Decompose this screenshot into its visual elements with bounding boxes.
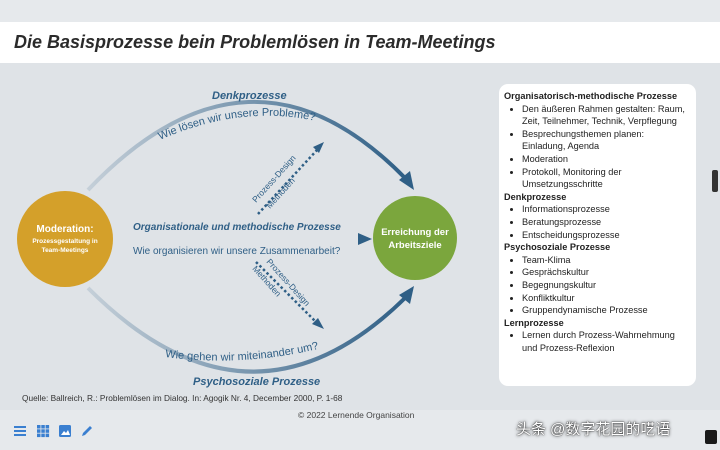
menu-icon[interactable] — [13, 424, 27, 438]
grid-icon[interactable] — [36, 424, 50, 438]
panel-section-list: Team-KlimaGesprächskulturBegegnungskultu… — [504, 254, 690, 317]
middle-label: Organisationale und methodische Prozesse — [133, 222, 341, 233]
moderation-circle — [17, 191, 113, 287]
panel-section-heading: Lernprozesse — [504, 317, 564, 328]
page-button[interactable] — [705, 430, 717, 444]
top-question: Wie lösen wir unsere Probleme? — [157, 107, 317, 143]
panel-list-item: Entscheidungsprozesse — [522, 229, 690, 242]
panel-section-heading: Organisatorisch-methodische Prozesse — [504, 91, 678, 101]
moderation-subtitle-2: Team-Meetings — [42, 247, 89, 254]
middle-question: Wie organisieren wir unsere Zusammenarbe… — [133, 246, 341, 257]
bottom-arrowhead — [399, 286, 414, 304]
top-arc — [86, 99, 407, 192]
panel-section-heading: Denkprozesse — [504, 191, 567, 202]
side-scroll-tab[interactable] — [712, 170, 718, 192]
top-bar — [0, 0, 720, 22]
panel-list-item: Begegnungskultur — [522, 279, 690, 292]
goal-line-2: Arbeitsziele — [388, 240, 441, 251]
process-diagram: Moderation: Prozessgestaltung in Team-Me… — [17, 90, 457, 388]
pen-icon[interactable] — [80, 424, 94, 438]
watermark: 头条 @数字花园的呓语 — [516, 421, 671, 438]
goal-circle — [373, 196, 457, 280]
panel-list-item: Lernen durch Prozess-Wahrnehmung und Pro… — [522, 329, 690, 354]
moderation-title: Moderation: — [36, 224, 93, 235]
panel-list-item: Protokoll, Monitoring der Umsetzungsschr… — [522, 166, 690, 191]
top-arrowhead — [399, 171, 414, 190]
panel-list-item: Besprechungsthemen planen: Einladung, Ag… — [522, 128, 690, 153]
panel-section-list: Lernen durch Prozess-Wahrnehmung und Pro… — [504, 329, 690, 354]
panel-list-item: Informationsprozesse — [522, 203, 690, 216]
panel-list-item: Beratungsprozesse — [522, 216, 690, 229]
copyright: © 2022 Lernende Organisation — [298, 410, 415, 420]
panel-list-item: Konfliktkultur — [522, 292, 690, 305]
bottom-label: Psychosoziale Prozesse — [193, 376, 320, 388]
panel-section-list: InformationsprozesseBeratungsprozesseEnt… — [504, 203, 690, 241]
panel-list-item: Gesprächskultur — [522, 266, 690, 279]
title-band — [0, 22, 720, 63]
panel-list-item: Team-Klima — [522, 254, 690, 267]
goal-line-1: Erreichung der — [381, 227, 449, 238]
panel-list-item: Gruppendynamische Prozesse — [522, 304, 690, 317]
panel-list-item: Moderation — [522, 153, 690, 166]
bottom-arc — [86, 286, 407, 374]
slide-title: Die Basisprozesse bein Problemlösen in T… — [14, 32, 496, 52]
top-label: Denkprozesse — [212, 90, 287, 102]
moderation-subtitle-1: Prozessgestaltung in — [32, 238, 97, 245]
process-list-panel: Organisatorisch-methodische ProzesseDen … — [499, 84, 696, 386]
lower-dotted-arrow — [255, 261, 317, 323]
bottom-question: Wie gehen wir miteinander um? — [165, 340, 320, 364]
panel-list-item: Den äußeren Rahmen gestalten: Raum, Zeit… — [522, 103, 690, 128]
image-icon[interactable] — [58, 424, 72, 438]
panel-section-heading: Psychosoziale Prozesse — [504, 242, 611, 253]
middle-arrowhead — [358, 233, 372, 245]
source-citation: Quelle: Ballreich, R.: Problemlösen im D… — [22, 393, 343, 403]
panel-section-list: Den äußeren Rahmen gestalten: Raum, Zeit… — [504, 103, 690, 191]
